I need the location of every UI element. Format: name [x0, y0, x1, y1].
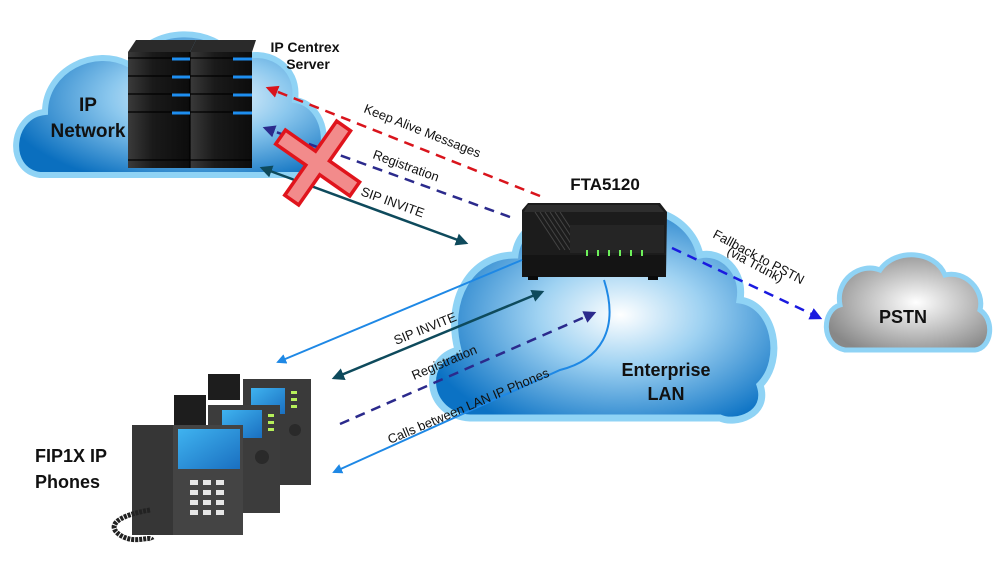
ip-network-label-2: Network: [51, 121, 126, 142]
sip-invite-lan-arrow: [331, 290, 545, 380]
lan-label-2: LAN: [648, 384, 685, 404]
fta5120-gateway-icon: [522, 203, 667, 280]
calls-lan-arrow: [332, 279, 611, 474]
phones-label-1: FIP1X IP: [35, 446, 107, 466]
server-label-1: IP Centrex: [271, 39, 340, 55]
ip-phones-icon: [111, 374, 311, 543]
phones-label-2: Phones: [35, 472, 100, 492]
sip-invite-lan-label: SIP INVITE: [392, 309, 459, 348]
server-label-2: Server: [286, 56, 330, 72]
pstn-cloud: [823, 252, 992, 353]
red-x-icon: [273, 118, 363, 208]
ip-network-label-1: IP: [79, 95, 97, 116]
keep-alive-arrow: [265, 85, 541, 198]
registration-wan-arrow: [262, 125, 511, 219]
fallback-pstn-arrow: [671, 246, 823, 320]
lan-label-1: Enterprise: [621, 360, 710, 380]
server-icon: [128, 40, 256, 168]
gateway-label: FTA5120: [570, 175, 640, 194]
pstn-label: PSTN: [879, 307, 927, 327]
registration-lan-arrow: [339, 311, 597, 426]
